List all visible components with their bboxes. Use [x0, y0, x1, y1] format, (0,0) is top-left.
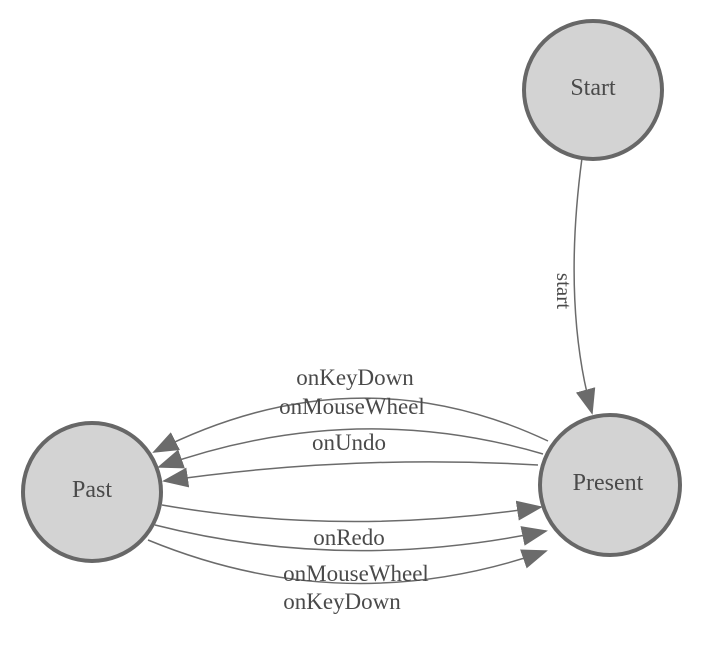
edge-label-onmousewheel-top: onMouseWheel: [279, 394, 425, 419]
edge-label-start: start: [552, 273, 576, 309]
edge-present-to-past-onundo: [162, 461, 539, 488]
state-node-present-label: Present: [573, 470, 644, 496]
edge-group: [147, 157, 596, 585]
state-node-past-label: Past: [72, 477, 112, 503]
state-node-past: Past: [21, 421, 163, 563]
edge-present-to-past-onmousewheel: [157, 428, 544, 469]
state-node-present-circle: [538, 413, 682, 557]
edge-label-group: start onKeyDown onMouseWheel onUndo onRe…: [279, 273, 576, 614]
edge-start-to-present: [573, 157, 596, 415]
state-node-start-circle: [522, 19, 664, 161]
state-node-start: Start: [522, 19, 664, 161]
edge-past-to-present-onkeydown: [147, 539, 548, 585]
edge-label-onkeydown-bottom: onKeyDown: [283, 589, 401, 614]
edge-label-onmousewheel-bottom: onMouseWheel: [283, 561, 429, 586]
edge-past-to-present-onredo: [161, 500, 543, 523]
state-node-present: Present: [538, 413, 682, 557]
state-node-past-circle: [21, 421, 163, 563]
edge-label-onkeydown-top: onKeyDown: [296, 365, 414, 390]
edge-label-onundo: onUndo: [312, 430, 386, 455]
edge-past-to-present-onmousewheel: [154, 524, 548, 552]
state-node-start-label: Start: [570, 75, 616, 101]
edge-present-to-past-onkeydown: [152, 397, 549, 453]
edge-label-onredo: onRedo: [313, 525, 385, 550]
